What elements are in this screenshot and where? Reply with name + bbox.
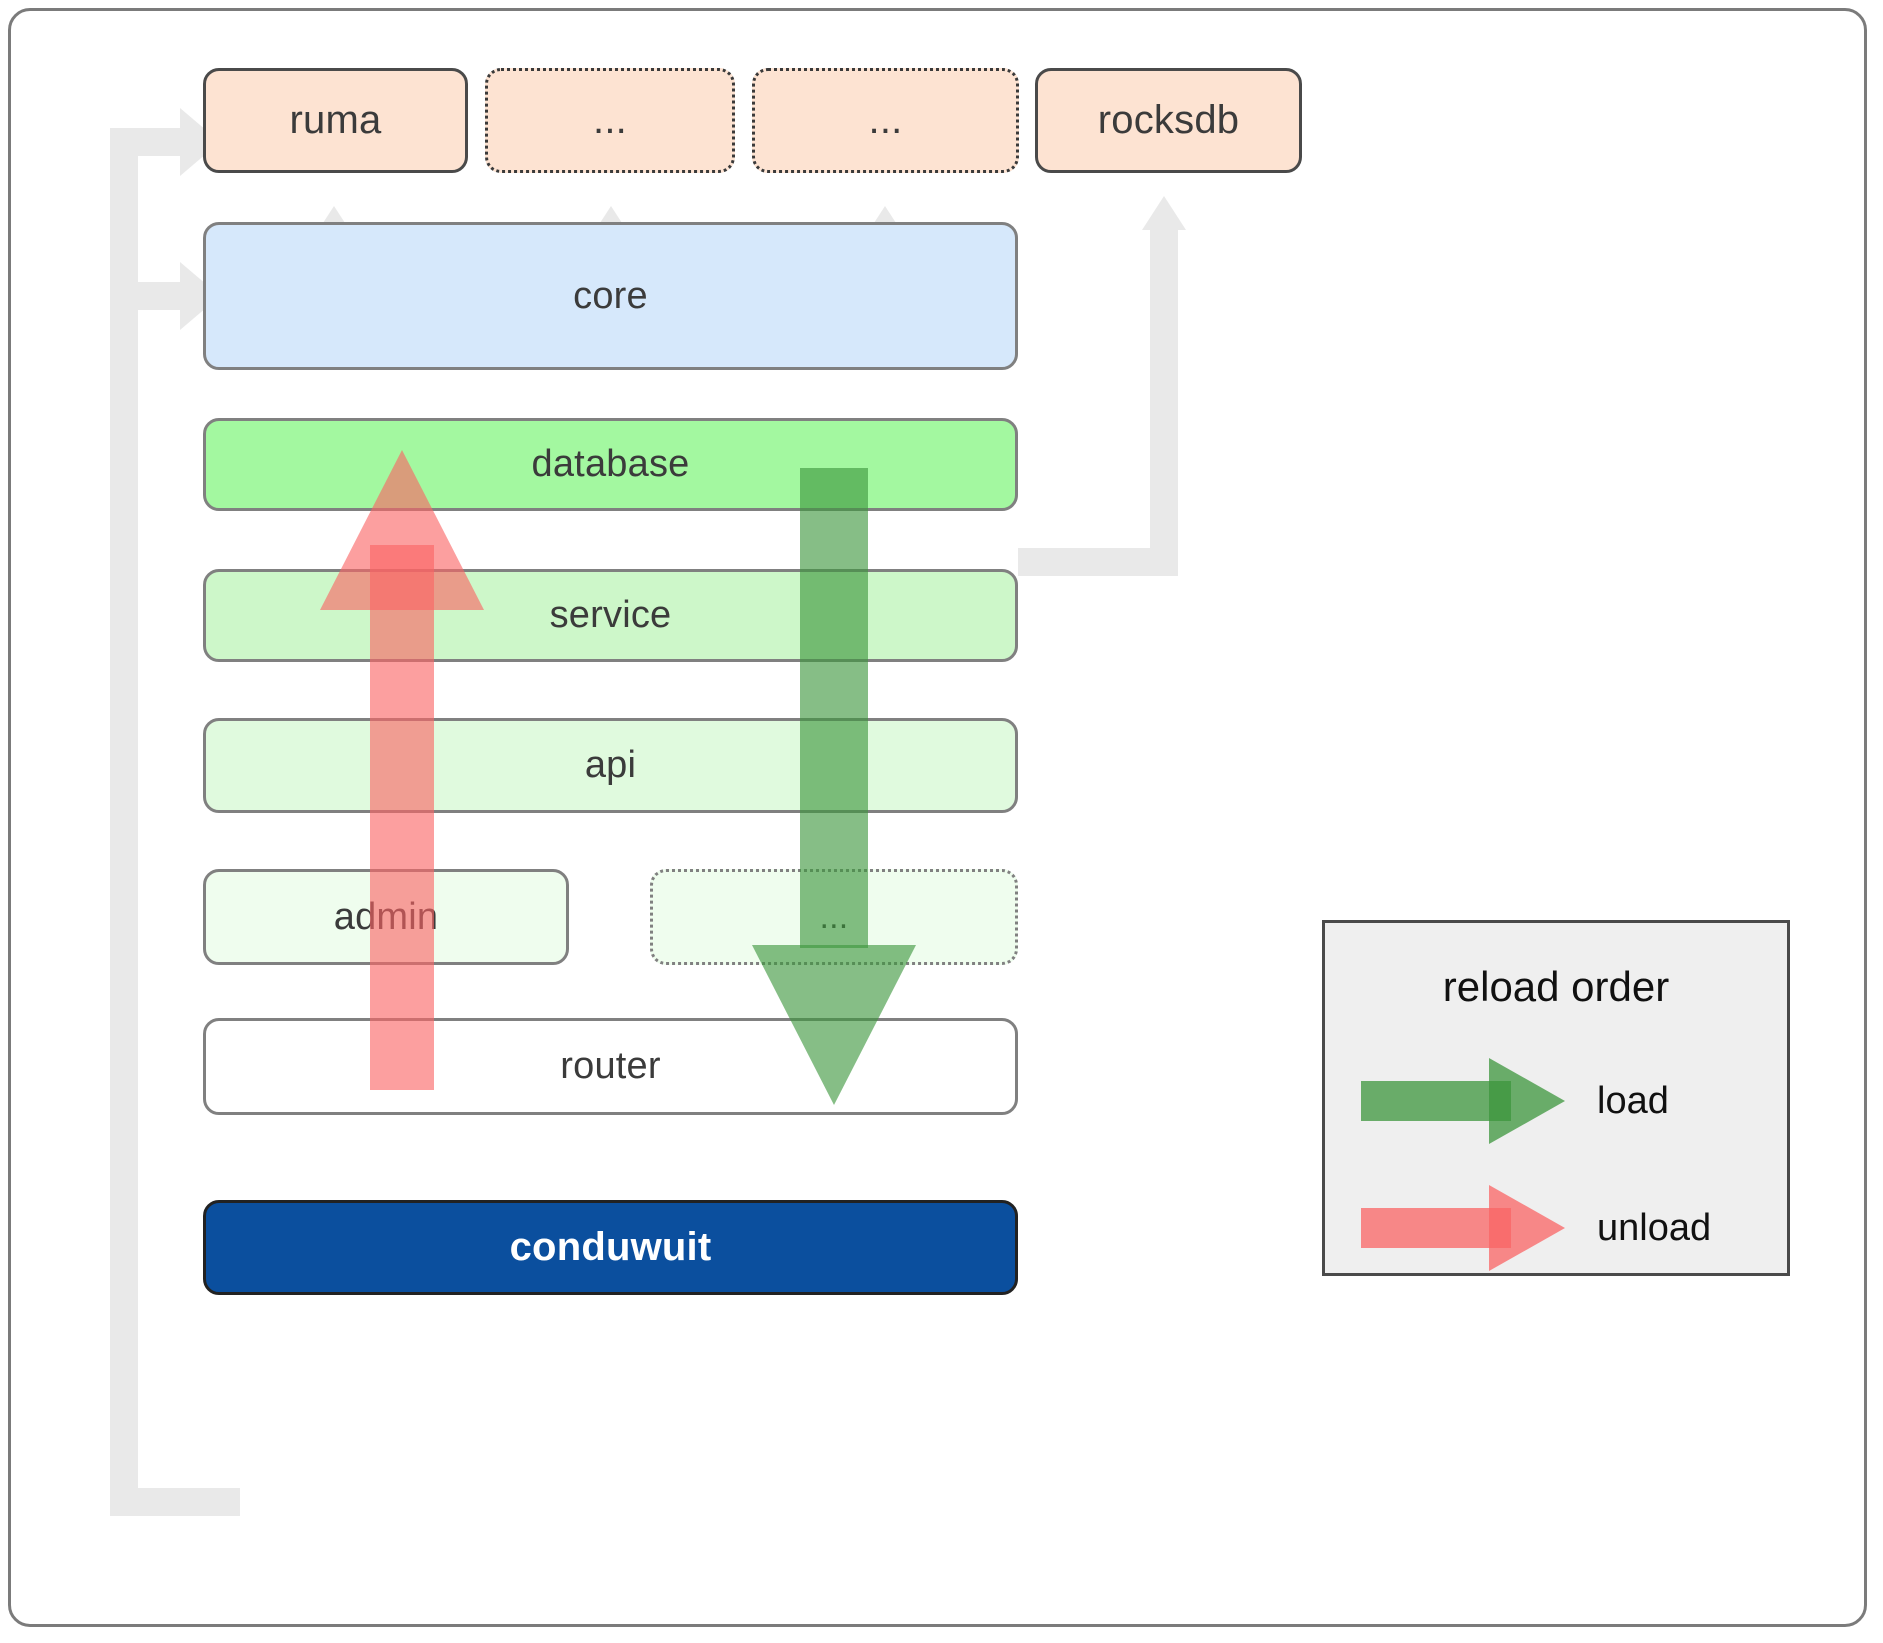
legend-title: reload order: [1442, 963, 1670, 1010]
layer-box-api[interactable]: api: [203, 718, 1018, 813]
load-flow-arrow: [752, 468, 916, 1105]
app-label-conduwuit: conduwuit: [509, 1225, 712, 1269]
connector-branch-conduwuit: [110, 1488, 240, 1516]
legend-box: reload order load unload: [1322, 920, 1790, 1276]
package-box-ellipsis-1[interactable]: ...: [485, 68, 735, 173]
arrowhead-triangle-rocksdb: [1142, 196, 1186, 230]
legend-label-unload: unload: [1597, 1206, 1712, 1249]
legend-load-arrow-shaft: [1361, 1081, 1511, 1121]
connector-branch-core: [110, 282, 182, 310]
connector-db-to-rocksdb-vertical: [1150, 228, 1178, 568]
layer-label-database: database: [531, 443, 690, 485]
layer-label-service: service: [549, 594, 672, 636]
package-label-ruma: ruma: [289, 98, 382, 142]
connector-rail-vertical: [110, 128, 138, 1516]
load-arrow-shaft: [800, 468, 868, 948]
legend-unload-arrow-shaft: [1361, 1208, 1511, 1248]
app-box-conduwuit[interactable]: conduwuit: [203, 1200, 1018, 1295]
legend-unload-arrow: [1361, 1185, 1571, 1271]
package-box-rocksdb[interactable]: rocksdb: [1035, 68, 1302, 173]
layer-label-api: api: [584, 744, 637, 786]
unload-arrow-head: [320, 450, 484, 610]
package-box-ruma[interactable]: ruma: [203, 68, 468, 173]
legend-row-load: load: [1361, 1058, 1669, 1144]
layer-box-core[interactable]: core: [203, 222, 1018, 370]
package-label-rocksdb: rocksdb: [1097, 98, 1240, 142]
unload-arrow-shaft: [370, 545, 434, 1090]
package-box-ellipsis-2[interactable]: ...: [752, 68, 1019, 173]
legend-load-arrow-head: [1489, 1058, 1565, 1144]
layer-label-core: core: [573, 274, 648, 317]
package-label-ellipsis-1: ...: [593, 98, 627, 142]
load-arrow-head: [752, 945, 916, 1105]
unload-flow-arrow: [320, 450, 484, 1090]
legend-unload-arrow-head: [1489, 1185, 1565, 1271]
legend-label-load: load: [1597, 1079, 1669, 1122]
package-label-ellipsis-2: ...: [868, 98, 903, 142]
legend-load-arrow: [1361, 1058, 1571, 1144]
layer-label-router: router: [560, 1045, 661, 1087]
connector-branch-ruma: [110, 128, 182, 156]
connector-arrowhead-rocksdb: [1130, 196, 1198, 236]
legend-row-unload: unload: [1361, 1185, 1711, 1271]
